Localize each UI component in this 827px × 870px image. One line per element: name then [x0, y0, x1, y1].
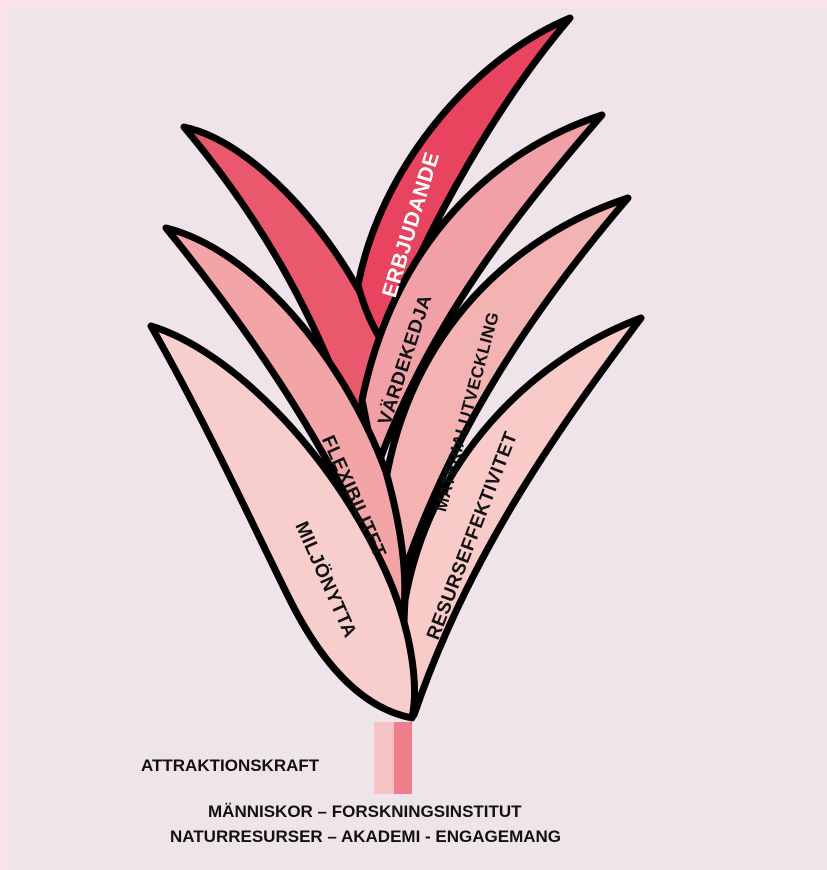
- stem-dark: [394, 722, 412, 794]
- stem: [374, 722, 412, 794]
- roots-line-1: MÄNNISKOR – FORSKNINGSINSTITUT: [208, 802, 522, 822]
- stem-light: [374, 722, 394, 794]
- stem-label: ATTRAKTIONSKRAFT: [141, 756, 319, 776]
- roots-line-2: NATURRESURSER – AKADEMI - ENGAGEMANG: [170, 827, 561, 847]
